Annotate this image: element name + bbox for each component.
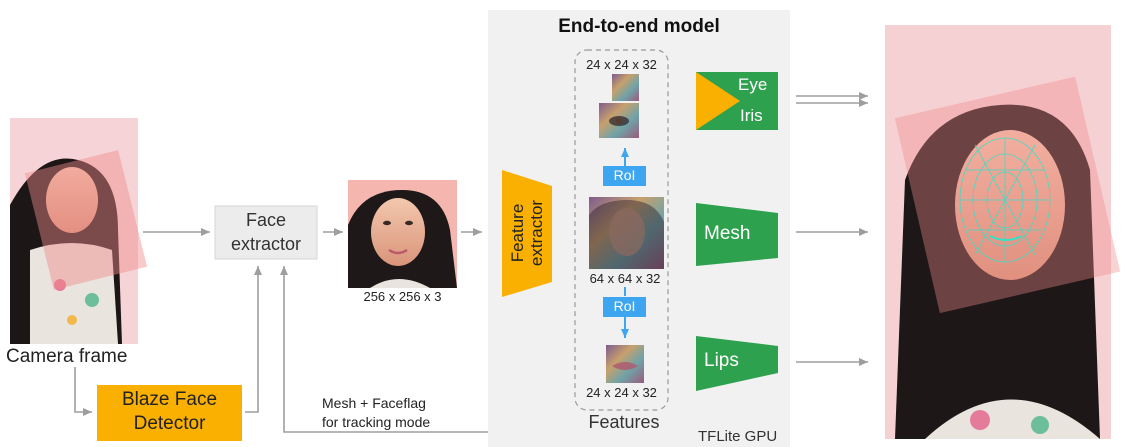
lips-label: Lips <box>704 350 739 371</box>
roi-bottom-label: RoI <box>613 298 636 314</box>
output-face-image <box>885 25 1121 440</box>
camera-frame-label: Camera frame <box>6 346 128 367</box>
feature-map-bottom <box>606 345 644 383</box>
arrow-blaze-to-extractor <box>245 266 262 413</box>
iris-label: Iris <box>740 106 763 125</box>
feature-extractor-shape <box>502 170 552 297</box>
blaze-label-line2: Detector <box>133 413 206 434</box>
blaze-face-detector-label: Blaze Face Detector <box>97 388 242 436</box>
roi-box-top <box>603 166 646 186</box>
feature-map-top <box>599 74 639 138</box>
model-title: End-to-end model <box>558 16 720 37</box>
top-feature-size-label: 24 x 24 x 32 <box>586 57 657 72</box>
mesh-label: Mesh <box>704 223 751 244</box>
eye-iris-head <box>696 72 778 130</box>
features-label: Features <box>588 412 660 432</box>
feature-extractor-line1: Feature <box>508 203 527 263</box>
face-extractor-box <box>214 205 318 260</box>
roi-top-label: RoI <box>613 167 636 183</box>
face-mesh-overlay <box>959 137 1051 263</box>
feature-extractor-label: Feature extractor <box>508 200 546 266</box>
bottom-feature-size-label: 24 x 24 x 32 <box>586 385 657 400</box>
camera-frame-image <box>10 118 148 344</box>
blaze-face-detector-box <box>97 385 242 441</box>
tracking-label-line2: for tracking mode <box>322 414 431 430</box>
lips-head <box>696 336 778 391</box>
feature-map-middle <box>589 197 664 269</box>
crop-size-label: 256 x 256 x 3 <box>363 289 442 304</box>
feature-extractor-line2: extractor <box>527 199 546 267</box>
eye-label: Eye <box>738 75 768 94</box>
face-extractor-line2: extractor <box>230 234 302 254</box>
blaze-label-line1: Blaze Face <box>121 389 218 410</box>
face-extractor-line1: Face <box>245 210 287 230</box>
arrow-tracking-feedback <box>280 266 488 433</box>
runtime-label: TFLite GPU <box>698 428 778 445</box>
arrow-camera-to-blaze <box>74 367 92 416</box>
mid-feature-size-label: 64 x 64 x 32 <box>589 271 661 286</box>
features-container <box>574 49 669 411</box>
roi-box-bottom <box>603 297 646 317</box>
mesh-head <box>696 203 778 266</box>
cropped-face-image <box>348 180 457 288</box>
tracking-label-line1: Mesh + Faceflag <box>322 395 426 411</box>
tracking-mode-label: Mesh + Faceflag for tracking mode <box>322 394 430 432</box>
face-extractor-label: Face extractor <box>215 208 317 256</box>
